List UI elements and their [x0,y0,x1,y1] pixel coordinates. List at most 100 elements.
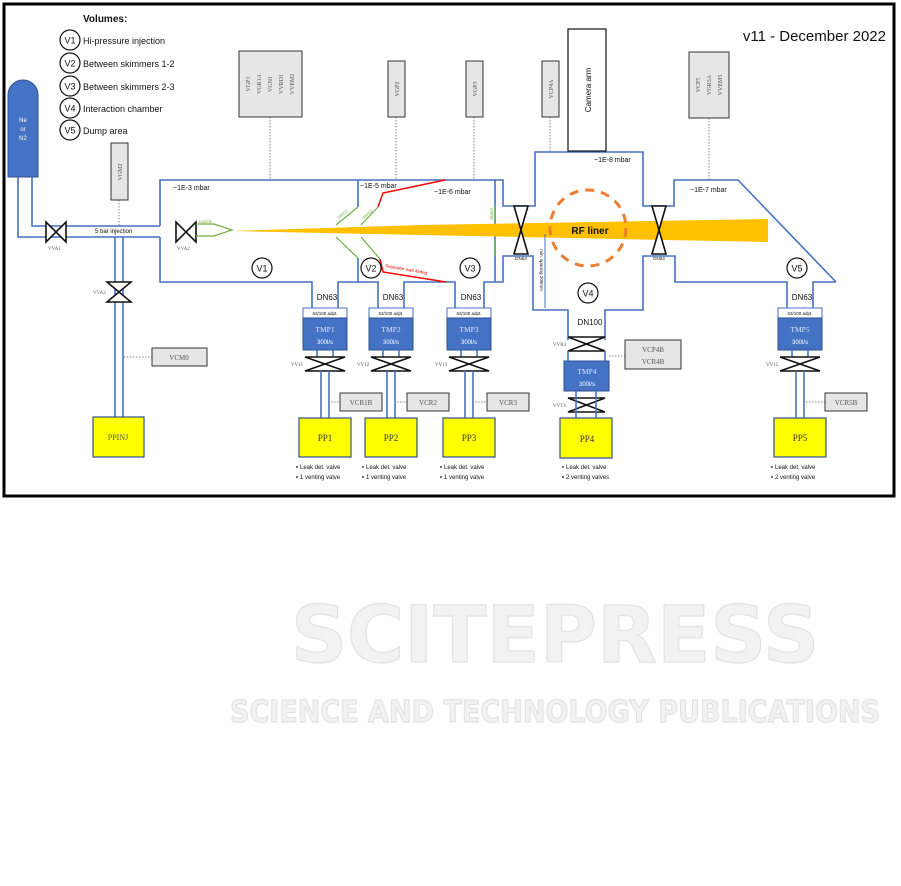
adapter-label: 63/100 adpt. [312,311,337,316]
volume-marker-label: V2 [365,264,376,274]
legend-item-label: Interaction chamber [83,104,163,114]
gauge-label: VVEM5 [718,75,724,96]
injection-line: 5 bar injection VVA1 VVA2 VVA3 VGM2 VCM0… [17,142,208,458]
gauge-label: VCR5B [835,399,858,407]
skimmer-label: skim1 [336,208,349,220]
camera-arm [567,28,607,152]
rf-liner-label: RF liner [571,226,608,237]
pump-note: 1 venting valve [366,475,407,481]
valve-vva2[interactable] [175,220,197,244]
gauge-label: VGM2 [118,163,124,180]
gauge-label: VCR4B [642,358,665,366]
pump-label: PPINJ [108,433,128,442]
particle-beam [232,219,768,242]
valve-vva3[interactable] [104,281,134,303]
gauge-label: VCR1B [350,399,373,407]
primary-pump-label: PP1 [318,433,333,443]
gauge-group-v1 [238,50,303,118]
gas-bottle: Ne or N2 [7,79,39,178]
volume-marker-label: V1 [256,264,267,274]
valve-label: VVA3 [93,291,106,296]
gauge-vcr1b [339,392,383,412]
gauge-vcp4b-vcr4b [624,339,682,370]
gauge-label: VGP2 [395,81,401,96]
gauge-vcm0 [151,347,208,367]
skimmer-label: skim3 [489,208,494,220]
valve-label: VV11 [291,363,304,368]
flange-label: DN63 [317,293,338,302]
volume-marker [360,257,382,279]
flange-label: DN63 [653,256,665,261]
volume-marker [59,52,81,74]
valve-label: VVA2 [177,247,190,252]
pump-note: Leak det. valve [300,465,341,471]
diagram-frame [2,2,896,498]
volume-marker [59,119,81,141]
turbo-pump-label: TMP5 [790,325,809,334]
gauge-label: VGP1 [246,76,252,91]
volume-marker-label: V4 [64,104,75,114]
valve-vvt4[interactable] [567,397,606,413]
gauge-label: VCP4A [549,79,555,99]
adapter-label: 63/100 adpt. [787,311,812,316]
flange-label: DN63 [792,293,813,302]
primary-pump [298,417,352,458]
volume-marker-label: V3 [464,264,475,274]
gas-bottle-label: Ne [19,118,27,124]
valve-vva1[interactable] [45,220,67,244]
volume-marker [786,257,808,279]
primary-pump-ppinj [92,416,145,458]
adapter-label: 63/100 adpt. [378,311,403,316]
valve-label: VVR4 [553,343,567,348]
turbo-pump-label: TMP2 [381,325,400,334]
gauge-label: VVEM2 [290,74,296,95]
valve-vvr4[interactable] [567,336,606,352]
valve-label: VV12 [357,363,370,368]
gauge-vcr5b [824,392,868,412]
pump-note: Leak det. valve [366,465,407,471]
primary-pump [364,417,418,458]
valve-vv13[interactable] [448,356,490,372]
watermark-subtitle: SCIENCE AND TECHNOLOGY PUBLICATIONS [230,695,880,730]
legend-item-label: Between skimmers 2-3 [83,82,175,92]
gauge-vgp3 [465,60,484,118]
primary-pump [773,417,827,458]
gas-bottle-label: or [20,127,25,133]
gauge-label: VCR3 [499,399,517,407]
valve-vv15[interactable] [779,356,821,372]
turbo-pump [446,317,492,351]
skimmers: nozzle skim1 skim2 skim3 [196,206,496,260]
valve-vv11[interactable] [304,356,346,372]
flange-label: DN100 [578,318,603,327]
gate-valve-left[interactable] [512,205,530,255]
volume-marker-label: V5 [791,264,802,274]
primary-pump [442,417,496,458]
legend-item-label: Hi-pressure injection [83,36,165,46]
turbo-pump-label: TMP1 [315,325,334,334]
camera-arm-label: Camera arm [584,67,593,112]
gauge-vcr3 [486,392,530,412]
adapter-label: 63/100 adpt. [456,311,481,316]
pipe-label: 5 bar injection [95,229,132,235]
turbo-pump-speed: 300l/s [579,382,595,388]
gauge-vgm2 [110,142,129,201]
valve-vv12[interactable] [370,356,412,372]
turbo-pump-speed: 300l/s [383,340,399,346]
volume-marker-label: V1 [64,36,75,46]
gauge-vcr2 [406,392,450,412]
gauge-label: VCP4B [642,346,664,354]
pump-note: Leak det. valve [444,465,485,471]
valve-label: VVT4 [553,404,566,409]
watermark: SCITEPRESS SCIENCE AND TECHNOLOGY PUBLIC… [229,590,880,730]
volume-marker [577,282,599,304]
pressure-label-v5: ~1E-7 mbar [690,187,727,194]
gate-valve-right[interactable] [650,205,668,255]
pump-note: 2 venting valves [566,475,609,481]
gauge-label: VVRD1 [279,74,285,94]
turbo-pump [302,317,348,351]
turbo-pump-label: TMP4 [577,367,596,376]
pump-note: 1 venting valve [300,475,341,481]
